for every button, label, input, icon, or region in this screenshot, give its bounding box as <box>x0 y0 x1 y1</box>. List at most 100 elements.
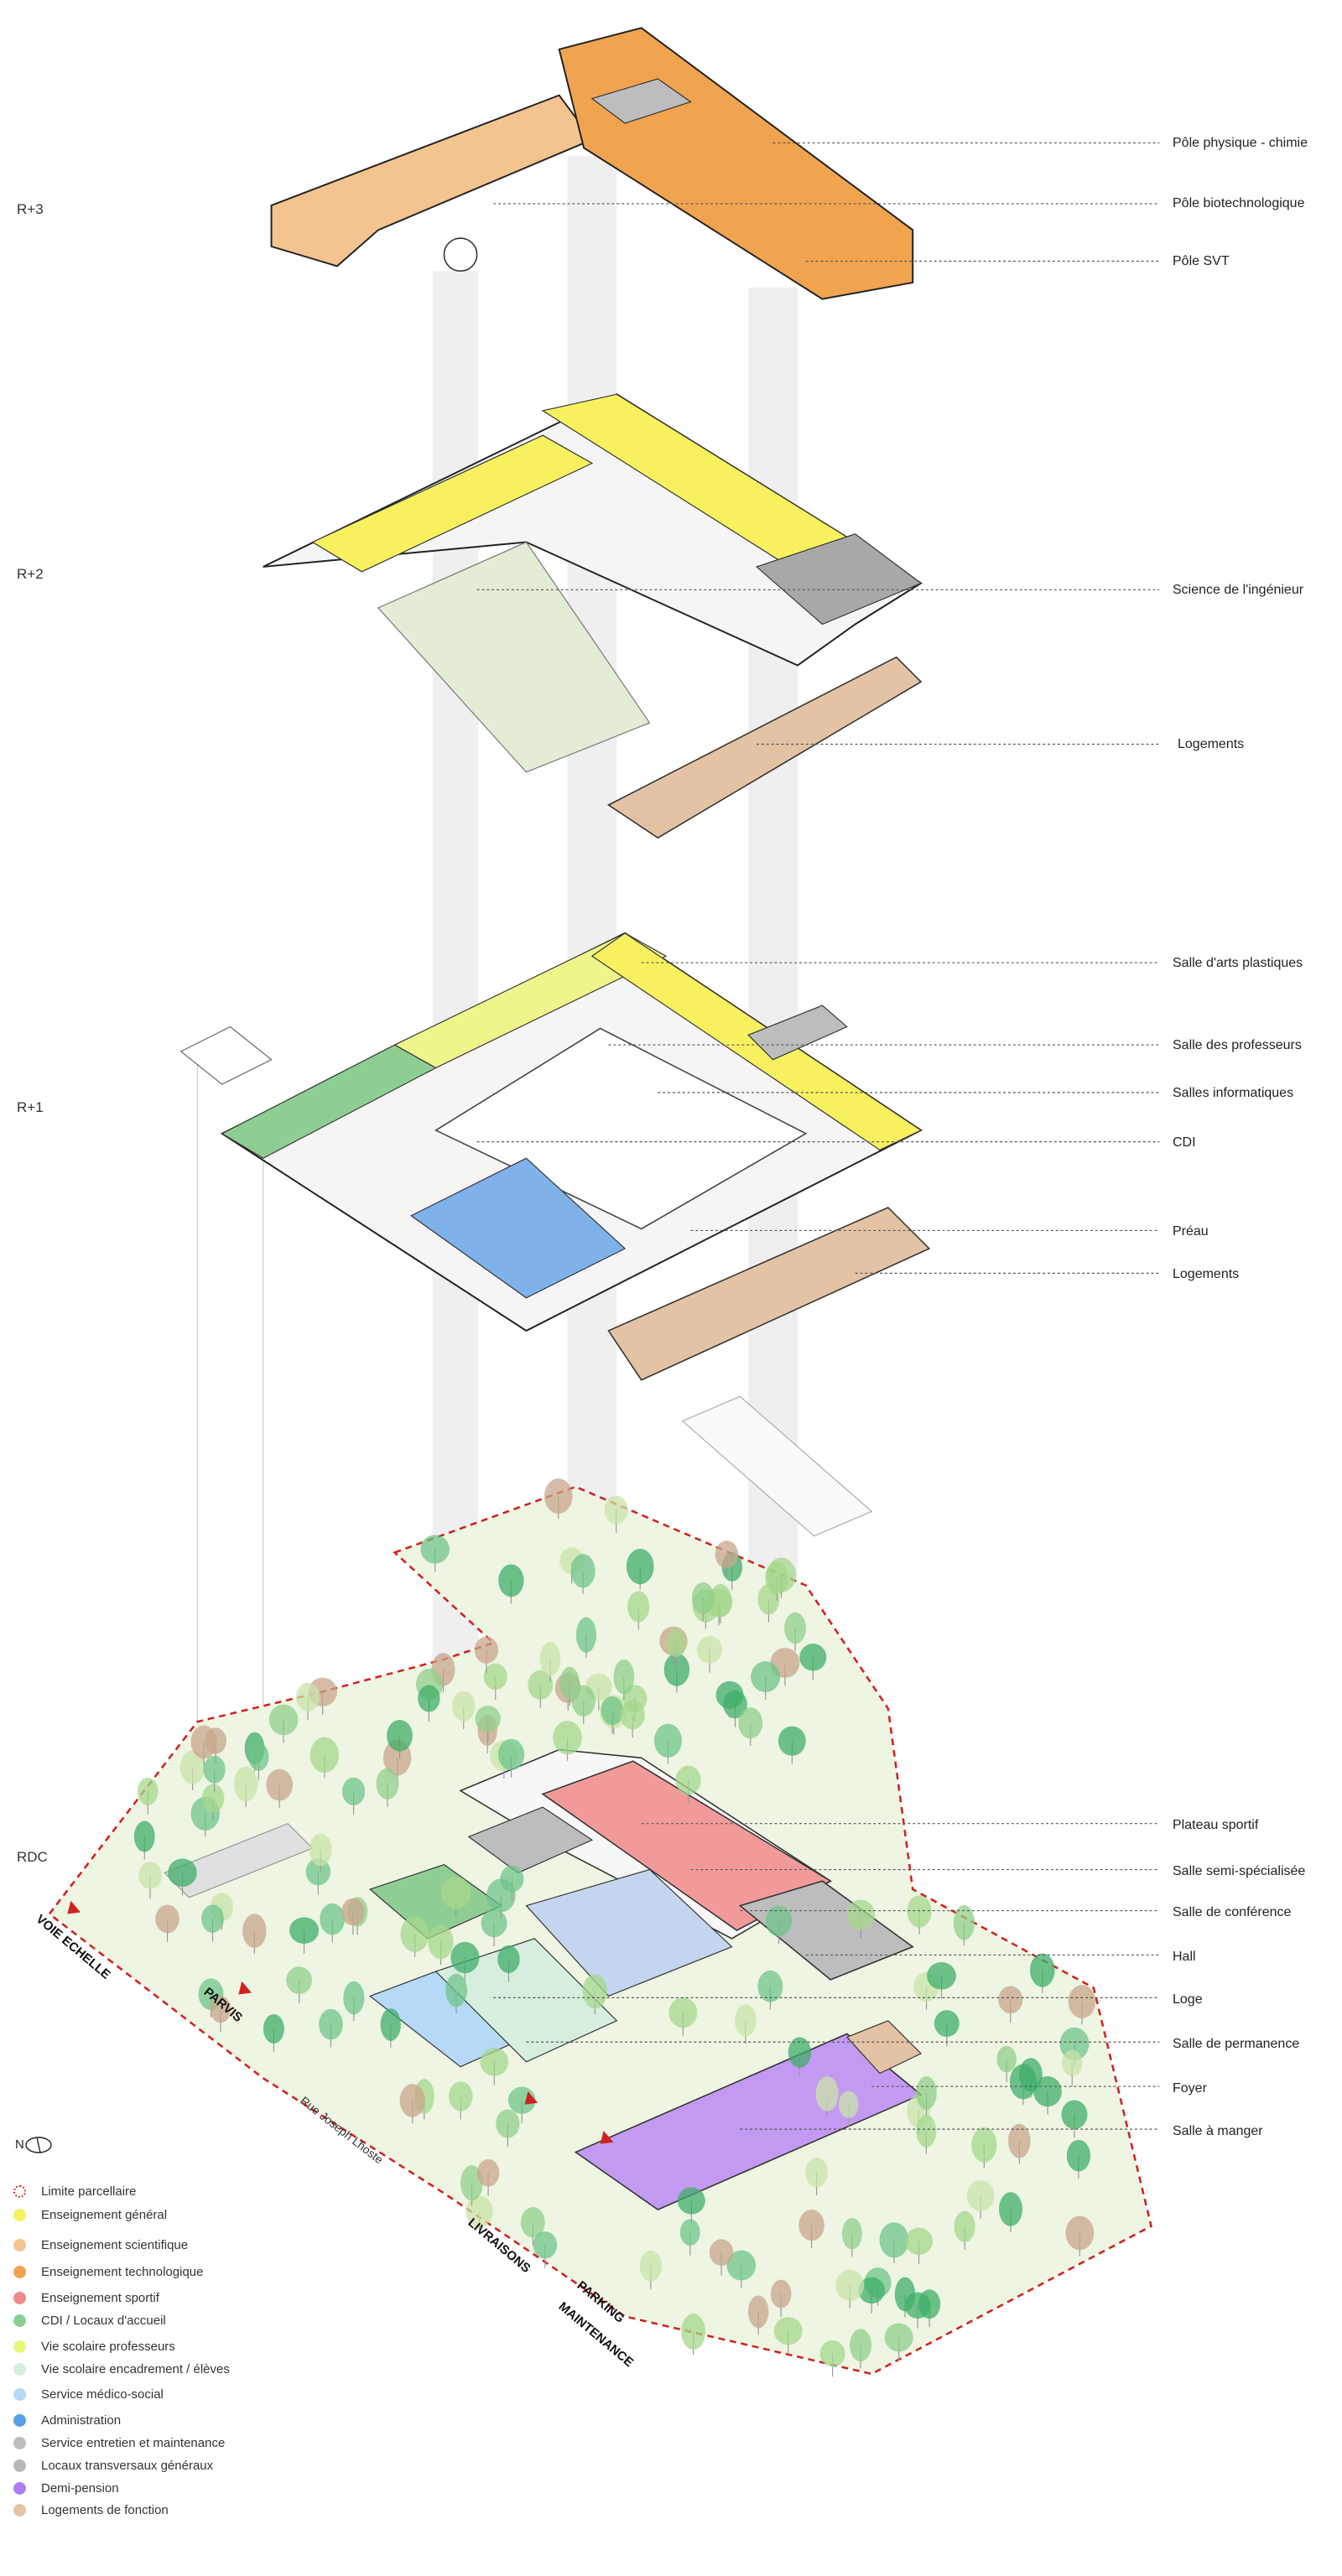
tree-icon <box>138 1862 163 1899</box>
legend-swatch-icon <box>13 2340 26 2353</box>
legend-swatch-icon <box>13 2413 26 2427</box>
level-label-rdc: RDC <box>17 1849 48 1865</box>
legend-item: Logements de fonction <box>13 2501 349 2519</box>
tree-icon <box>666 1628 687 1666</box>
room-label: Salle d'arts plastiques <box>1173 956 1303 970</box>
legend-swatch-icon <box>13 2208 26 2221</box>
tree-icon <box>998 1986 1023 2023</box>
legend-item: Demi-pension <box>13 2479 349 2497</box>
tree-icon <box>770 2279 792 2317</box>
room-label: Foyer <box>1173 2081 1207 2096</box>
room-label: CDI <box>1173 1135 1196 1150</box>
tree-icon <box>248 1742 269 1780</box>
tree-icon <box>582 1974 608 2015</box>
legend-swatch-icon <box>13 2265 26 2278</box>
legend-item: Enseignement sportif <box>13 2288 349 2307</box>
tree-icon <box>954 2210 975 2250</box>
room-label: Salles informatiques <box>1173 1086 1294 1100</box>
tree-icon <box>679 2219 700 2256</box>
tree-icon <box>715 1540 739 1578</box>
tree-icon <box>449 2081 473 2120</box>
tree-icon <box>894 2277 916 2318</box>
tree-icon <box>387 1719 413 1759</box>
tree-icon <box>483 1663 507 1700</box>
tree-icon <box>500 1865 524 1902</box>
legend-swatch-icon <box>13 2291 26 2304</box>
compass-icon <box>25 2137 52 2153</box>
tree-icon <box>466 2195 493 2235</box>
tree-icon <box>726 2250 757 2288</box>
r3-floor <box>270 27 914 300</box>
legend-item: CDI / Locaux d'accueil <box>13 2311 349 2329</box>
tree-icon <box>788 2037 812 2076</box>
tree-icon <box>681 2314 706 2355</box>
legend-item: Enseignement général <box>13 2205 349 2224</box>
legend-label: Enseignement technologique <box>41 2264 204 2279</box>
tree-icon <box>799 1644 827 1680</box>
tree-icon <box>1009 2064 1037 2105</box>
legend-swatch-icon <box>13 2362 26 2376</box>
tree-icon <box>544 1478 573 1519</box>
tree-icon <box>663 1653 690 1693</box>
legend-label: Service entretien et maintenance <box>41 2435 226 2450</box>
tree-icon <box>697 1636 723 1673</box>
tree-icon <box>784 1612 807 1652</box>
legend-label: Demi-pension <box>41 2480 119 2496</box>
tree-icon <box>571 1685 596 1724</box>
tree-icon <box>498 1564 524 1604</box>
tree-icon <box>137 1777 159 1815</box>
tree-icon <box>927 1962 956 1999</box>
legend-item: Service entretien et maintenance <box>13 2433 349 2452</box>
tree-icon <box>341 1777 366 1815</box>
tree-icon <box>879 2222 909 2263</box>
legend-item: Enseignement technologique <box>13 2262 349 2281</box>
legend-label: Limite parcellaire <box>41 2184 137 2199</box>
tree-icon <box>850 2329 871 2369</box>
legend-swatch-icon <box>13 2387 26 2401</box>
tree-icon <box>709 2239 734 2276</box>
legend-swatch-icon <box>13 2459 26 2472</box>
tree-icon <box>601 1696 624 1734</box>
tree-icon <box>1033 2076 1062 2115</box>
tree-icon <box>747 2295 769 2335</box>
tree-icon <box>553 1721 582 1761</box>
tree-icon <box>841 2217 862 2257</box>
tree-icon <box>767 1557 797 1598</box>
legend-label: Administration <box>41 2412 122 2428</box>
room-label: Pôle physique - chimie <box>1173 136 1308 150</box>
tree-icon <box>675 1765 701 1804</box>
legend-swatch-icon <box>13 2184 26 2198</box>
room-label: Pôle biotechnologique <box>1173 196 1305 210</box>
tree-icon <box>778 1726 806 1764</box>
tree-icon <box>420 1535 450 1572</box>
legend-item: Locaux transversaux généraux <box>13 2456 349 2475</box>
tree-icon <box>998 2192 1022 2232</box>
legend-label: Locaux transversaux généraux <box>41 2458 214 2473</box>
tree-icon <box>916 2075 937 2116</box>
tree-icon <box>916 2115 937 2154</box>
tree-icon <box>613 1659 635 1701</box>
tree-icon <box>639 2250 663 2289</box>
tree-icon <box>474 1636 499 1674</box>
tree-icon <box>751 1661 781 1701</box>
room-label: Salle des professeurs <box>1173 1038 1302 1052</box>
tree-icon <box>441 1876 471 1916</box>
tree-icon <box>1065 2215 1095 2257</box>
level-label-r3: R+3 <box>17 201 44 217</box>
tree-icon <box>966 2179 995 2219</box>
room-label: Salle de conférence <box>1173 1905 1292 1919</box>
legend-swatch-icon <box>13 2481 26 2495</box>
tree-icon <box>418 1685 440 1722</box>
tree-icon <box>520 2207 545 2246</box>
tree-icon <box>1029 1953 1055 1993</box>
tree-icon <box>309 1737 340 1779</box>
tree-icon <box>715 1680 744 1718</box>
tree-icon <box>533 2231 558 2268</box>
tree-icon <box>815 2076 839 2117</box>
legend-swatch-icon <box>13 2238 26 2251</box>
tree-icon <box>528 1670 554 1708</box>
legend-label: Vie scolaire professeurs <box>41 2339 175 2354</box>
legend-item: Enseignement scientifique <box>13 2236 349 2254</box>
tree-icon <box>559 1666 580 1706</box>
